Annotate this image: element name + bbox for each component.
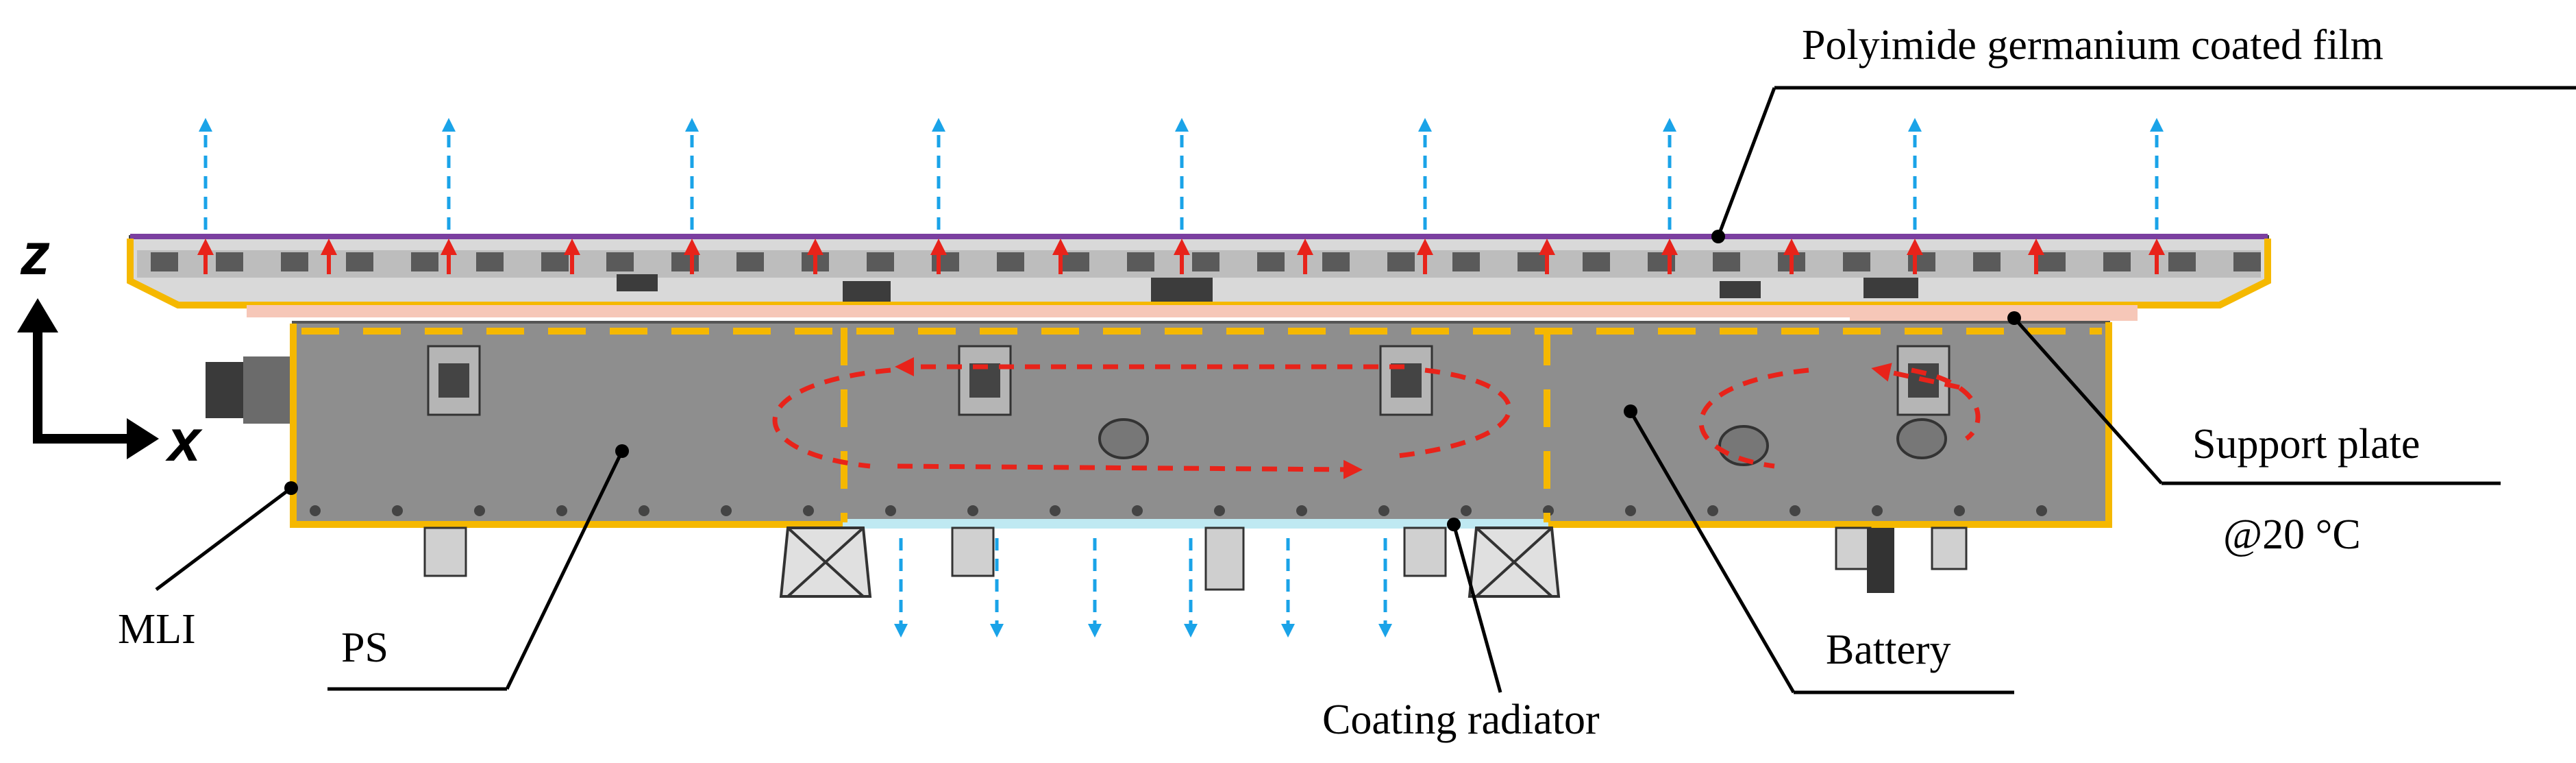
callout-support-plate: Support plate @20 °C (2007, 311, 2501, 558)
upward-heat-arrows (199, 118, 2164, 230)
equipment-box (292, 321, 2110, 526)
top-radiator-panel (129, 235, 2269, 306)
equipment-mli-outline (290, 324, 843, 528)
x-axis-label: x (165, 408, 203, 474)
label-film: Polyimide germanium coated film (1802, 22, 2383, 69)
equipment-mli-outline-right (1548, 322, 2112, 528)
circulation-loop-ps (772, 357, 1512, 479)
support-legs (423, 526, 1968, 598)
coating-radiator (843, 519, 1548, 529)
callout-mli: MLI (118, 481, 298, 653)
downward-heat-arrows (894, 538, 1392, 638)
callout-radiator: Coating radiator (1322, 518, 1600, 743)
callout-film: Polyimide germanium coated film (1711, 22, 2576, 243)
label-support-plate: Support plate (2192, 421, 2420, 468)
support-plate-lower (1850, 310, 2138, 321)
panel-heat-arrows (197, 239, 2165, 274)
support-plate (247, 305, 2138, 317)
callout-battery: Battery (1624, 404, 2014, 694)
side-connector (206, 356, 295, 424)
z-axis-label: z (20, 221, 50, 287)
circulation-loop-battery (1698, 363, 1981, 469)
label-battery: Battery (1826, 627, 1951, 673)
label-mli: MLI (118, 606, 196, 653)
label-radiator: Coating radiator (1322, 697, 1600, 743)
label-ps: PS (341, 625, 388, 671)
label-temperature: @20 °C (2223, 511, 2361, 558)
coordinate-axes: z x (17, 221, 203, 474)
callout-ps: PS (327, 444, 629, 691)
